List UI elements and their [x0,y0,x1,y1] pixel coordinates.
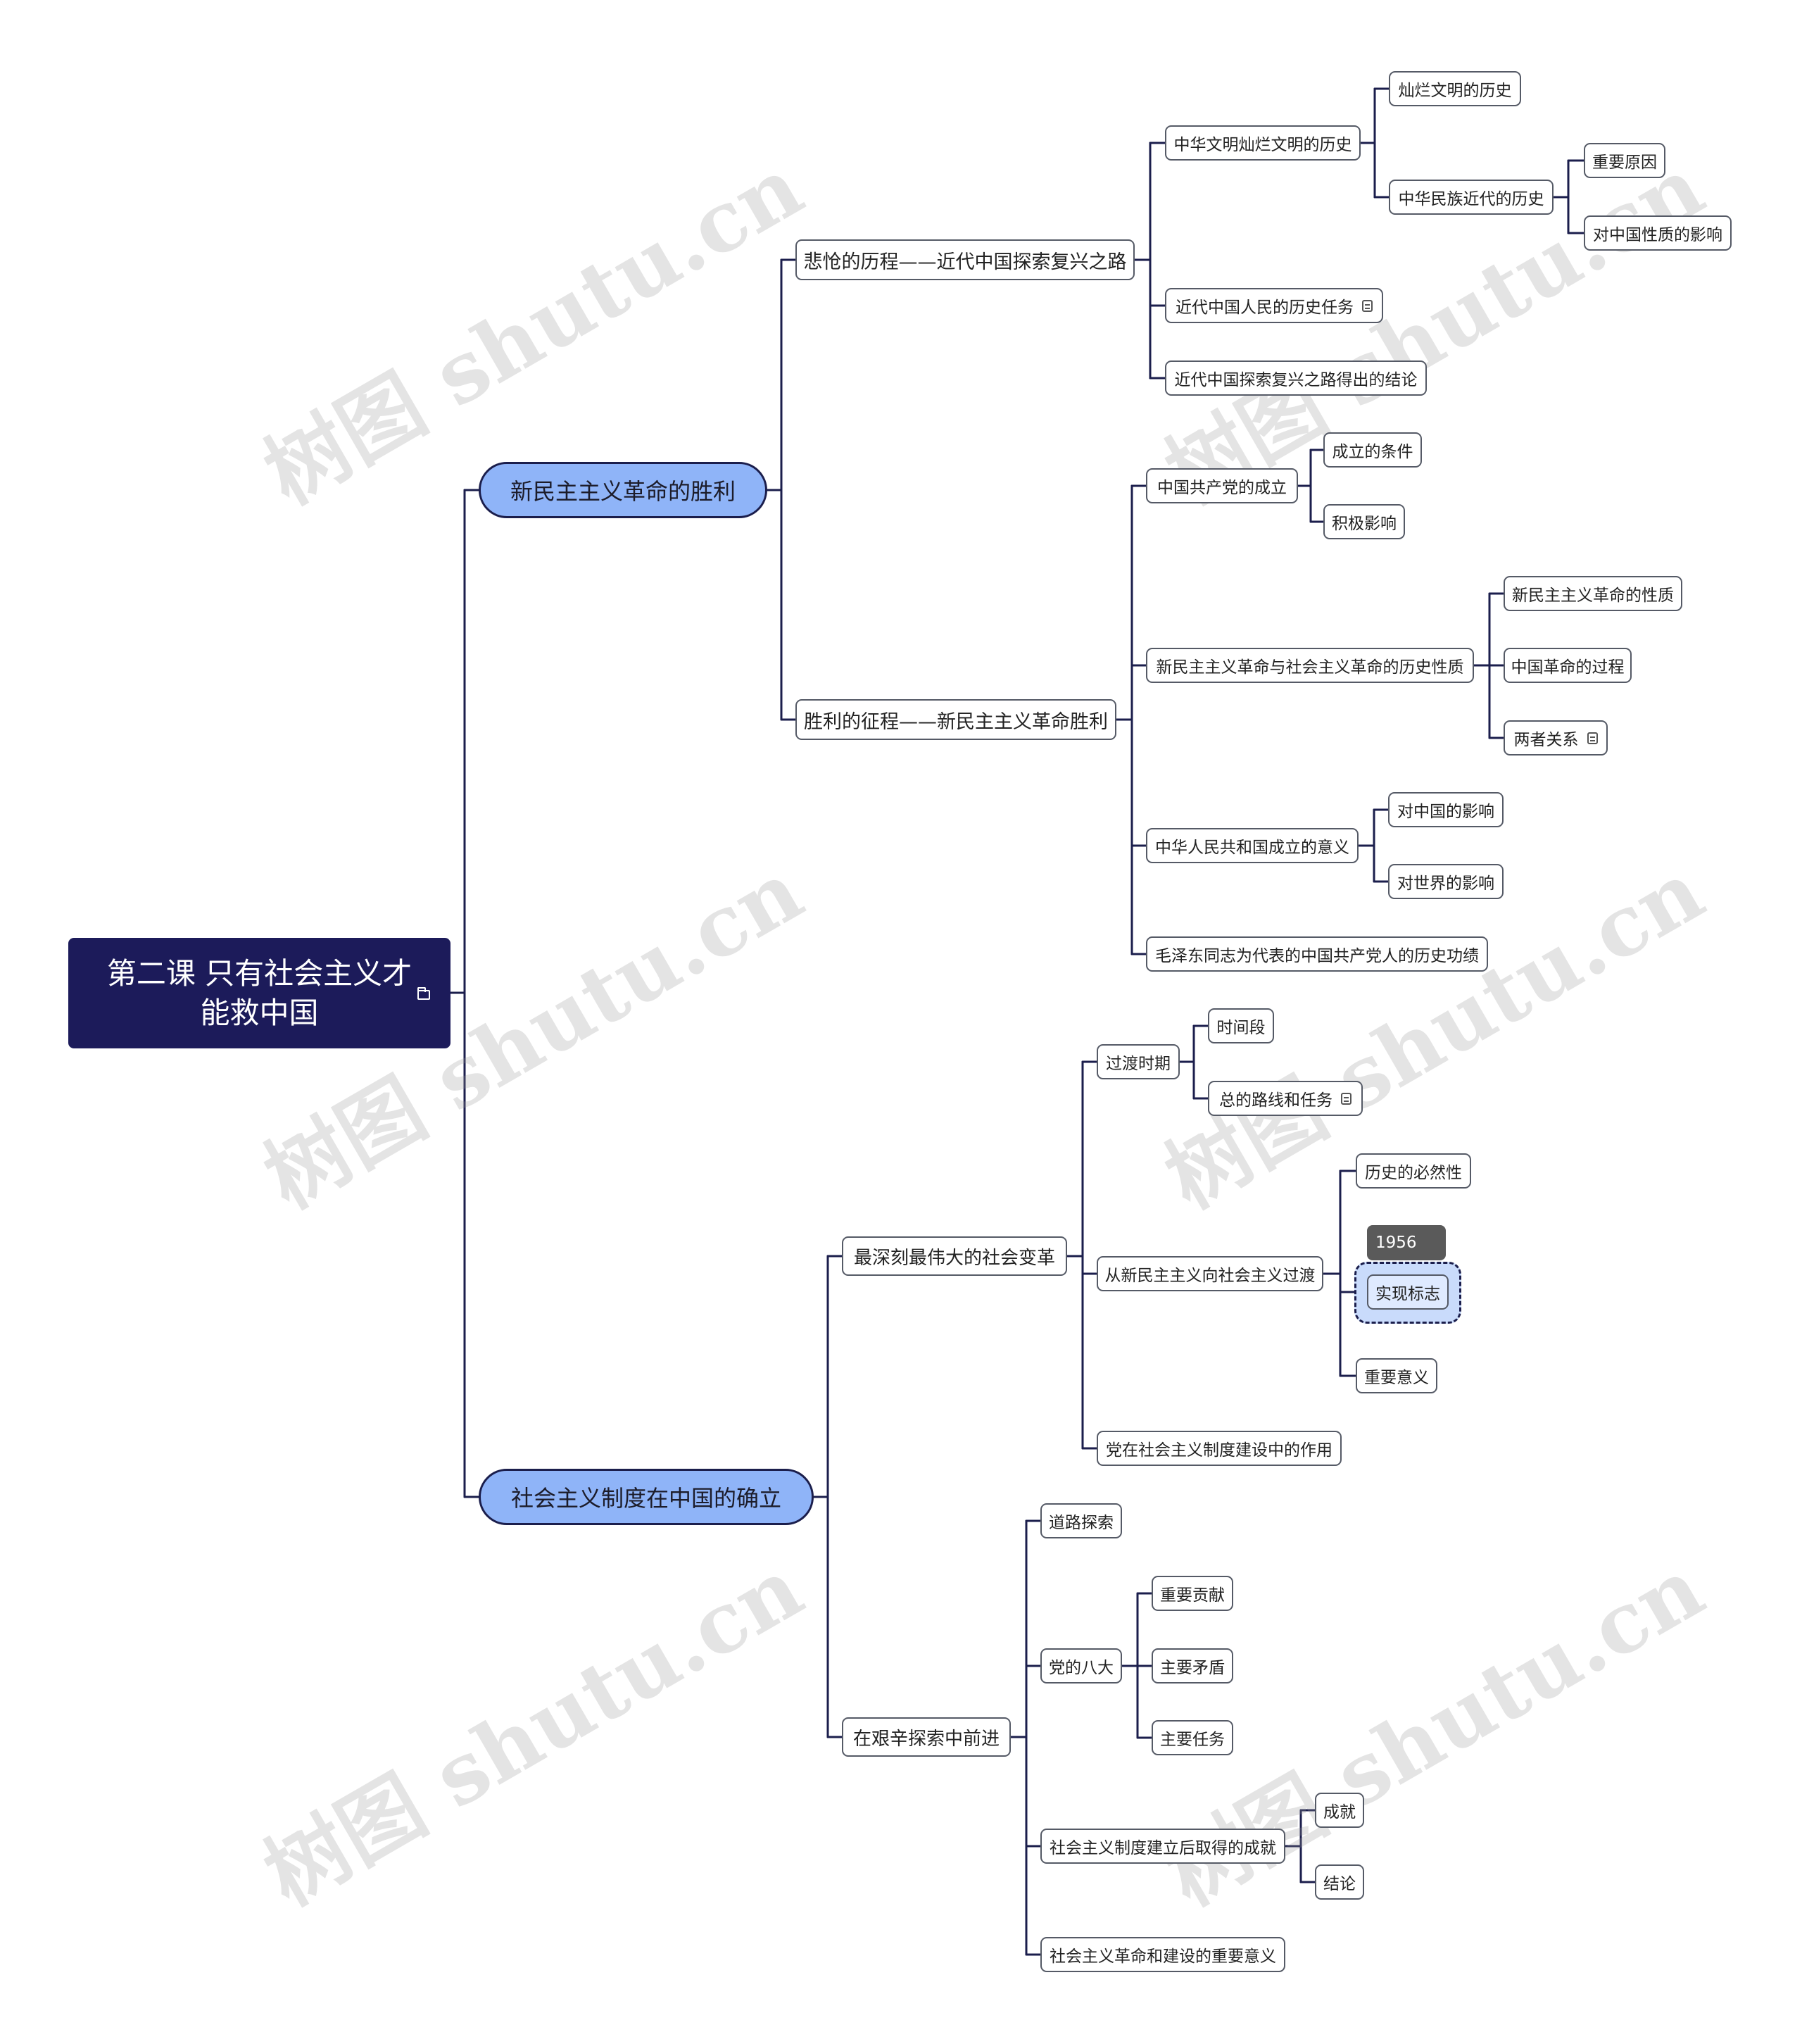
topic-renwu[interactable]: 主要任务 [1152,1720,1233,1755]
topic-luxian-renwu[interactable]: 总的路线和任务 [1208,1081,1363,1116]
topic-dang-zuoyong[interactable]: 党在社会主义制度建设中的作用 [1097,1431,1342,1466]
topic-chengli-tiaojian[interactable]: 成立的条件 [1323,432,1422,468]
topic-biange[interactable]: 最深刻最伟大的社会变革 [842,1236,1067,1276]
topic-jiji-yingxiang[interactable]: 积极影响 [1323,504,1405,539]
topic-chengjiu[interactable]: 成就 [1315,1793,1364,1828]
topic-biranxing[interactable]: 历史的必然性 [1356,1153,1471,1189]
main-topic-xinminzhu[interactable]: 新民主主义革命的胜利 [479,462,767,518]
topic-shixian-biaozhi[interactable]: 实现标志 [1367,1274,1449,1310]
topic-canlan[interactable]: 灿烂文明的历史 [1389,71,1521,106]
root-topic[interactable]: 第二课 只有社会主义才 能救中国 [68,938,450,1048]
topic-guodu[interactable]: 从新民主主义向社会主义过渡 [1097,1256,1323,1291]
topic-gongheguo-yiyi[interactable]: 中华人民共和国成立的意义 [1146,828,1359,863]
topic-guodu-shiqi[interactable]: 过渡时期 [1097,1044,1180,1079]
topic-liangzhe-guanxi[interactable]: 两者关系 [1504,720,1608,755]
topic-zhonghua-wenming[interactable]: 中华文明灿烂文明的历史 [1165,125,1361,161]
topic-shijianduan[interactable]: 时间段 [1208,1008,1274,1043]
note-icon[interactable] [1341,1092,1352,1105]
topic-lishi-xingzhi[interactable]: 新民主主义革命与社会主义革命的历史性质 [1146,648,1474,683]
topic-jiannan[interactable]: 在艰辛探索中前进 [842,1717,1011,1757]
topic-maodun[interactable]: 主要矛盾 [1152,1648,1233,1684]
topic-jindai-lishi[interactable]: 中华民族近代的历史 [1389,180,1554,215]
topic-zhongyao-yuanyin[interactable]: 重要原因 [1584,143,1665,178]
folder-icon[interactable] [417,987,430,1000]
topic-dui-shijie[interactable]: 对世界的影响 [1388,864,1504,899]
topic-daolu[interactable]: 道路探索 [1040,1503,1122,1538]
topic-bada[interactable]: 党的八大 [1040,1648,1122,1684]
topic-label: 总的路线和任务 [1219,1091,1332,1110]
note-icon[interactable] [1362,299,1373,312]
topic-jielun-lu[interactable]: 近代中国探索复兴之路得出的结论 [1165,360,1427,396]
topic-dui-zhongguo[interactable]: 对中国的影响 [1388,792,1504,827]
note-icon[interactable] [1587,732,1598,744]
root-title-line1: 第二课 只有社会主义才 [106,955,412,991]
topic-shengli-zhengcheng[interactable]: 胜利的征程——新民主主义革命胜利 [795,699,1116,740]
main-topic-shehuizhuyi[interactable]: 社会主义制度在中国的确立 [479,1469,814,1525]
topic-maozedong[interactable]: 毛泽东同志为代表的中国共产党人的历史功绩 [1146,936,1488,972]
topic-label: 近代中国人民的历史任务 [1176,299,1354,317]
topic-zhongyao-yiyi[interactable]: 重要意义 [1356,1358,1437,1393]
topic-chengjiu-jianli[interactable]: 社会主义制度建立后取得的成就 [1040,1829,1285,1864]
topic-gongchandang[interactable]: 中国共产党的成立 [1146,468,1298,503]
topic-jielun[interactable]: 结论 [1315,1864,1364,1900]
topic-xingzhi-yingxiang[interactable]: 对中国性质的影响 [1584,215,1732,251]
root-title-line2: 能救中国 [200,995,319,1030]
topic-gongxian[interactable]: 重要贡献 [1152,1576,1233,1611]
topic-label: 两者关系 [1513,731,1579,749]
topic-lishi-renwu[interactable]: 近代中国人民的历史任务 [1165,288,1383,323]
topic-geming-jianshe[interactable]: 社会主义革命和建设的重要意义 [1040,1937,1285,1972]
year-tag: 1956 [1367,1225,1446,1260]
topic-geming-xingzhi[interactable]: 新民主主义革命的性质 [1504,576,1682,611]
topic-geming-guocheng[interactable]: 中国革命的过程 [1504,648,1632,683]
topic-beichuang[interactable]: 悲怆的历程——近代中国探索复兴之路 [795,239,1135,280]
